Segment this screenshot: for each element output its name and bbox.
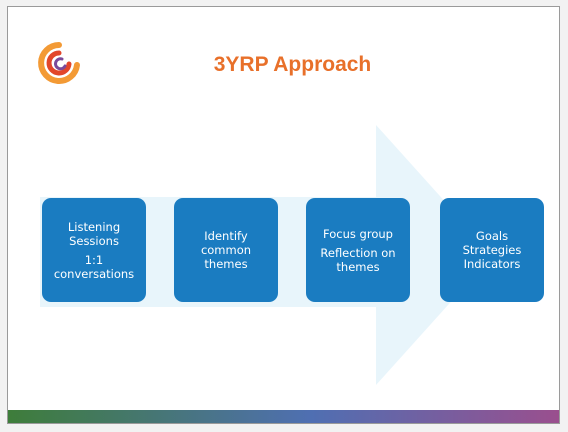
footer-gradient-bar xyxy=(8,410,559,423)
step-text: common xyxy=(200,243,252,257)
step-text: Identify xyxy=(204,229,248,243)
step-text: Goals xyxy=(475,229,509,243)
step-text: Sessions xyxy=(69,233,119,248)
step-text: themes xyxy=(336,259,380,274)
step-text: Reflection on xyxy=(320,245,396,260)
swirl-logo-icon xyxy=(38,42,80,84)
slide-title: 3YRP Approach xyxy=(213,53,372,76)
step-text: Focus group xyxy=(323,226,393,241)
step-text: Listening xyxy=(67,219,121,234)
step-text: 1:1 xyxy=(84,252,104,267)
step-text: Indicators xyxy=(463,257,521,271)
step-text: themes xyxy=(204,257,248,271)
step-text: conversations xyxy=(53,266,135,281)
step-text: Strategies xyxy=(462,243,522,257)
